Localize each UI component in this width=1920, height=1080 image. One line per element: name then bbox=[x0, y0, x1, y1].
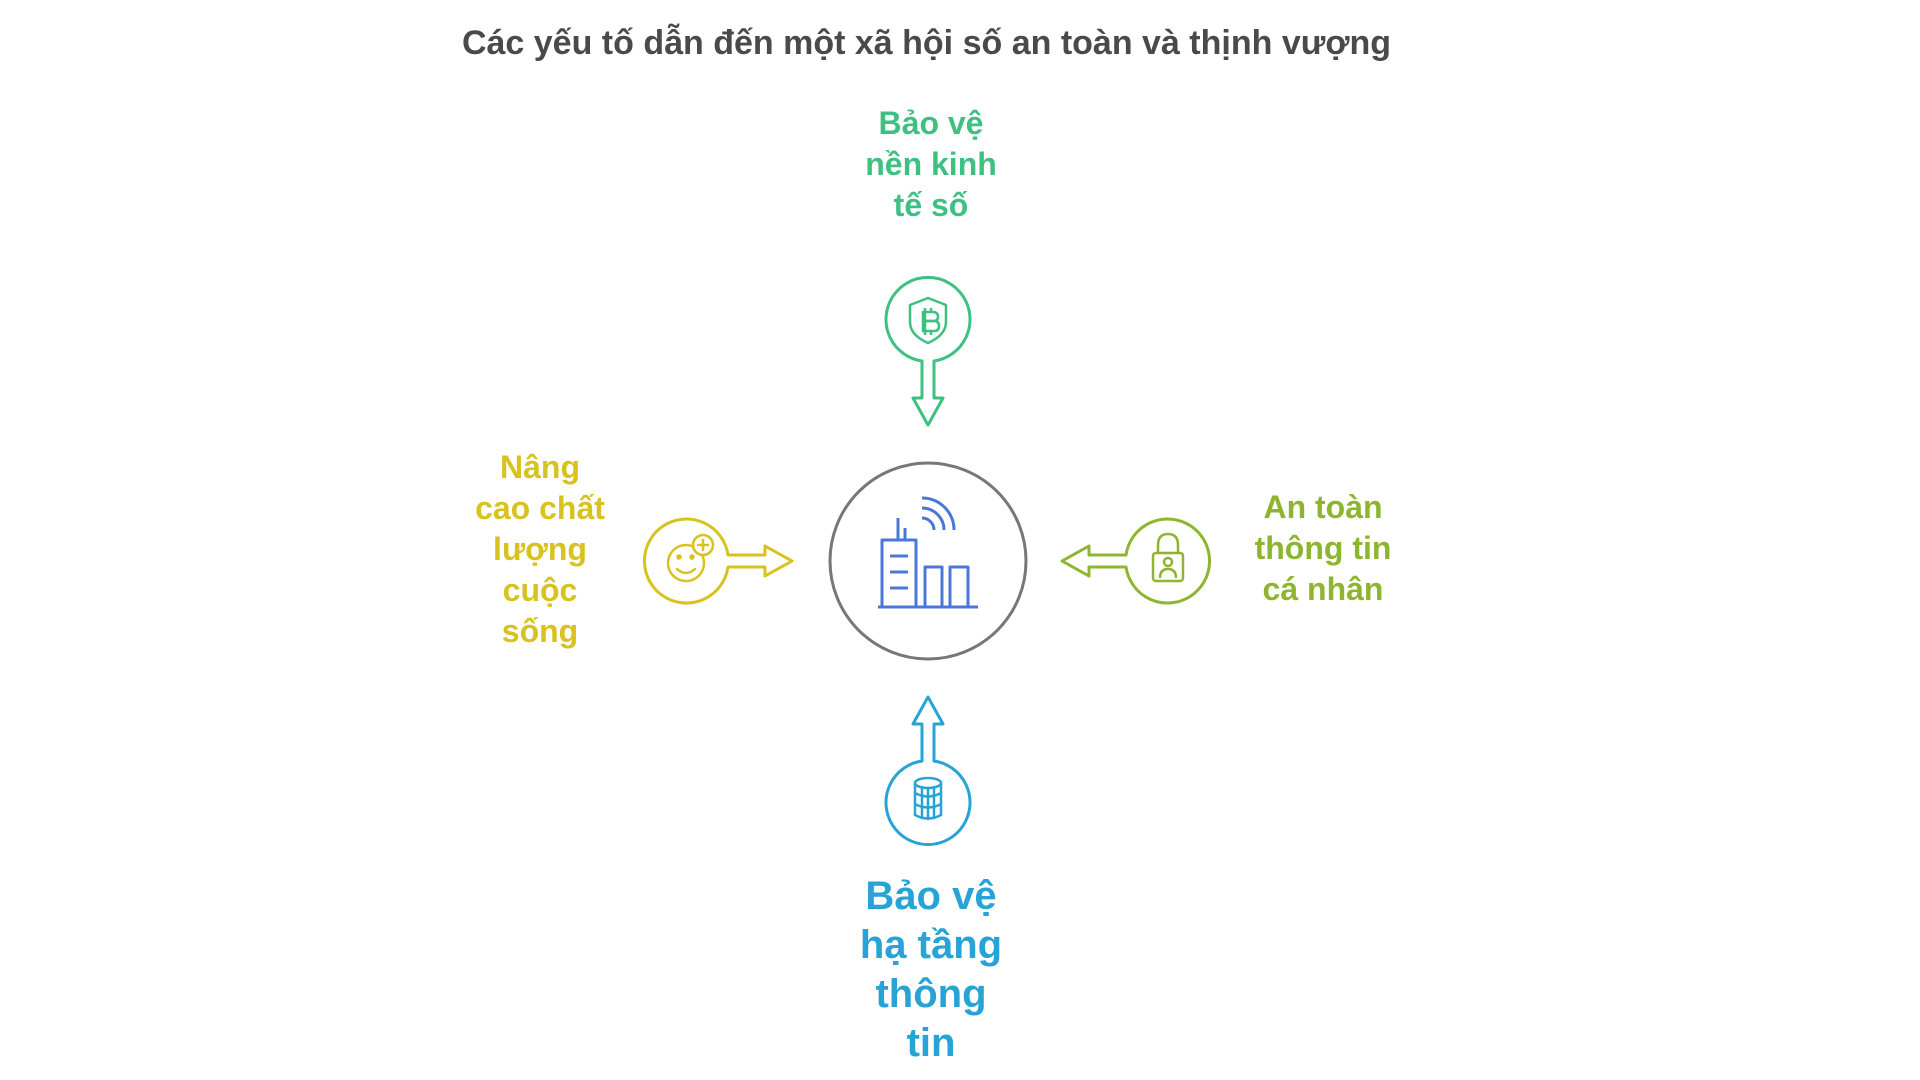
factor-right-node bbox=[1060, 517, 1211, 605]
center-circle bbox=[828, 461, 1028, 661]
factor-left-label: Nâng cao chất lượng cuộc sống bbox=[475, 449, 605, 649]
factor-top-label: Bảo vệ nền kinh tế số bbox=[865, 105, 997, 223]
factor-bottom-connector bbox=[884, 695, 972, 846]
center-hub bbox=[828, 461, 1028, 661]
database-server-icon bbox=[913, 776, 943, 821]
factor-top-connector bbox=[884, 276, 972, 427]
smiley-plus-icon bbox=[666, 533, 715, 583]
factor-right-label: An toàn thông tin cá nhân bbox=[1254, 489, 1392, 607]
bitcoin-shield-icon bbox=[908, 296, 948, 345]
factor-right-connector bbox=[1060, 517, 1211, 605]
factor-bottom-label: Bảo vệ hạ tầng thông tin bbox=[859, 874, 1003, 1065]
factor-bottom-node bbox=[884, 695, 972, 846]
factor-top-node bbox=[884, 276, 972, 427]
factor-left-connector bbox=[643, 517, 794, 605]
smart-city-icon bbox=[878, 496, 978, 609]
factor-left-node bbox=[643, 517, 794, 605]
user-lock-icon bbox=[1151, 532, 1185, 583]
diagram-title: Các yếu tố dẫn đến một xã hội số an toàn… bbox=[461, 24, 1392, 62]
